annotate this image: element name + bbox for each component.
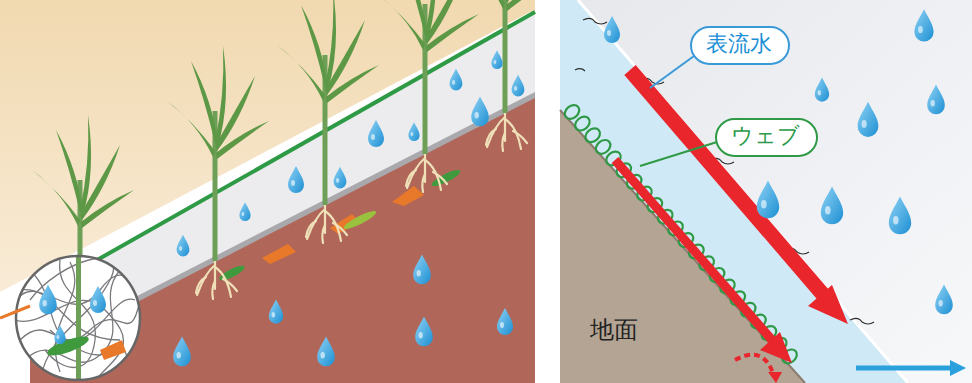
rain-drops [173, 50, 524, 366]
callout-text: 表流水 [706, 31, 774, 57]
rain-drops [604, 9, 953, 314]
plants [32, 0, 559, 368]
callout-box: ウェブ [715, 118, 818, 157]
leader-lines [640, 56, 717, 166]
magnifier [0, 256, 150, 380]
right-panel [560, 0, 972, 383]
flow-arrows [615, 70, 966, 383]
surface-water [560, 0, 908, 383]
ground-label: 地面 [590, 316, 638, 345]
web-line [30, 12, 535, 298]
callout-text: ウェブ [731, 123, 802, 149]
left-panel [0, 0, 559, 383]
callout-box: 表流水 [690, 26, 790, 65]
